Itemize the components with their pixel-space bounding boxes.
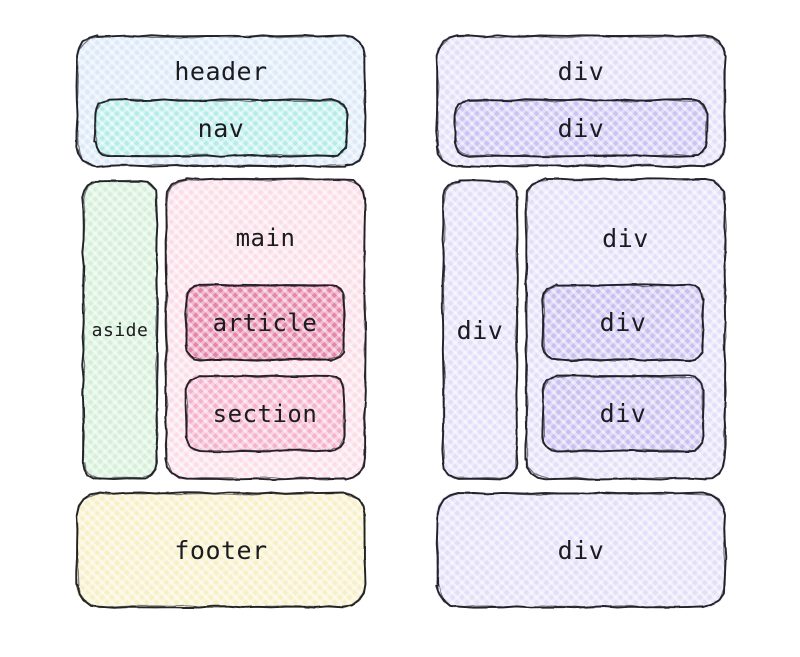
div-block-nav[interactable]: div xyxy=(453,98,709,158)
div-block-article[interactable]: div xyxy=(541,283,705,362)
div-block-section[interactable]: div xyxy=(541,374,705,453)
block-aside[interactable]: aside xyxy=(81,179,159,481)
block-label: article xyxy=(212,308,318,337)
block-label: footer xyxy=(174,535,268,565)
block-label: div xyxy=(557,57,605,86)
block-label: div xyxy=(557,535,605,565)
block-label: header xyxy=(174,57,268,86)
div-block-footer[interactable]: div xyxy=(435,491,727,609)
block-label: div xyxy=(602,224,649,253)
block-section[interactable]: section xyxy=(184,374,346,453)
block-label: section xyxy=(212,399,318,428)
block-footer[interactable]: footer xyxy=(75,491,367,609)
block-article[interactable]: article xyxy=(184,283,346,362)
block-label: main xyxy=(235,224,296,252)
block-nav[interactable]: nav xyxy=(93,98,349,158)
block-label: div xyxy=(456,315,504,345)
block-label: aside xyxy=(91,319,149,341)
block-label: div xyxy=(557,113,605,143)
block-label: nav xyxy=(197,113,245,143)
block-label: div xyxy=(599,308,647,337)
block-label: div xyxy=(599,399,647,428)
div-block-aside[interactable]: div xyxy=(441,179,519,481)
